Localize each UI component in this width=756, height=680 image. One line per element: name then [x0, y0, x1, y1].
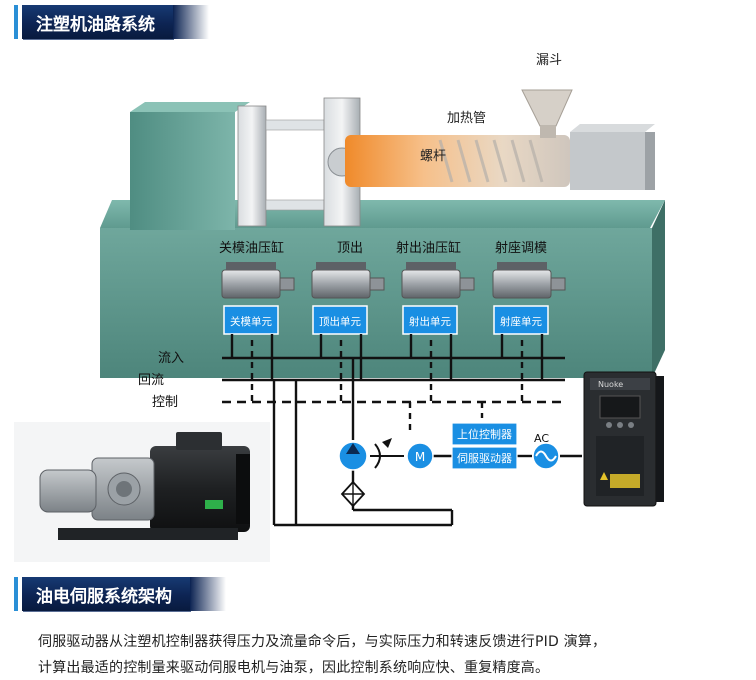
inflow-label: 流入 — [158, 351, 184, 366]
return-label: 回流 — [138, 373, 164, 388]
servo-drive-unit: Nuoke — [583, 371, 664, 507]
clamp-block-top — [130, 102, 250, 112]
banner-fade — [190, 577, 226, 611]
hopper-label: 漏斗 — [536, 52, 562, 68]
banner-fade — [173, 5, 209, 39]
pump-arrow-icon — [346, 443, 360, 454]
clamp-block — [130, 112, 235, 230]
unit-label-eject: 顶出单元 — [319, 315, 361, 328]
cylinder-heading-eject: 顶出 — [337, 241, 363, 256]
machine-base-side — [652, 200, 665, 378]
cylinder-eject — [311, 262, 385, 299]
banner-accent-bar — [14, 5, 18, 39]
cylinder-inject — [401, 262, 475, 299]
section-title: 油电伺服系统架构 — [22, 577, 190, 611]
unit-box-clamp — [223, 305, 279, 335]
injection-unit-top — [570, 124, 655, 132]
machine-base — [100, 228, 652, 378]
upper-controller-label: 上位控制器 — [457, 427, 512, 441]
drive-brand: Nuoke — [598, 380, 623, 389]
unit-box-carriage — [493, 305, 549, 335]
hopper-funnel — [521, 89, 573, 127]
section-banner-oil-circuit: 注塑机油路系统 — [14, 5, 209, 39]
ac-wave-icon — [535, 450, 557, 462]
coupling-arrow-icon — [382, 438, 392, 448]
moving-platen — [237, 105, 267, 227]
hydraulic-lines — [222, 334, 582, 527]
unit-box-eject — [312, 305, 368, 335]
screw-label: 螺杆 — [420, 149, 446, 164]
servo-driver-label: 伺服驱动器 — [457, 452, 512, 465]
cylinder-clamp — [221, 262, 295, 299]
screw-thread — [438, 139, 544, 183]
unit-label-carriage: 射座单元 — [500, 315, 542, 328]
banner-accent-bar — [14, 577, 18, 611]
section-title: 注塑机油路系统 — [22, 5, 173, 39]
upper-controller-box — [451, 422, 518, 446]
ac-label: AC — [534, 432, 549, 445]
injection-unit-side — [645, 132, 655, 190]
oil-circuit-diagram: 漏斗 加热管 螺杆 关模油压缸 顶出 射出油压缸 射座调模 关模单元 顶出单元 … — [14, 52, 665, 562]
description-line-1: 伺服驱动器从注塑机控制器获得压力及流量命令后，与实际压力和转速反馈进行PID 演… — [38, 634, 607, 650]
servo-driver-box — [451, 446, 518, 470]
pump-symbol — [338, 441, 368, 471]
motor-label: M — [415, 450, 425, 464]
tie-bar-top — [265, 119, 325, 131]
heater-tube-label: 加热管 — [447, 111, 486, 126]
injection-unit — [570, 132, 645, 190]
tie-bar-bottom — [265, 199, 325, 211]
unit-label-clamp: 关模单元 — [230, 315, 272, 328]
control-label: 控制 — [152, 395, 178, 410]
servo-motor-pump-unit — [14, 422, 270, 562]
cylinder-heading-inject: 射出油压缸 — [396, 240, 461, 256]
description-line-2: 计算出最适的控制量来驱动伺服电机与油泵，因此控制系统响应快、重复精度高。 — [38, 660, 550, 676]
motor-symbol — [406, 442, 434, 470]
cylinder-carriage — [492, 262, 566, 299]
unit-label-inject: 射出单元 — [409, 315, 451, 328]
cylinder-heading-carriage: 射座调模 — [495, 240, 547, 256]
hopper-neck — [540, 126, 556, 138]
unit-box-inject — [402, 305, 458, 335]
cylinder-heading-clamp: 关模油压缸 — [219, 240, 284, 256]
section-banner-servo-architecture: 油电伺服系统架构 — [14, 577, 226, 611]
